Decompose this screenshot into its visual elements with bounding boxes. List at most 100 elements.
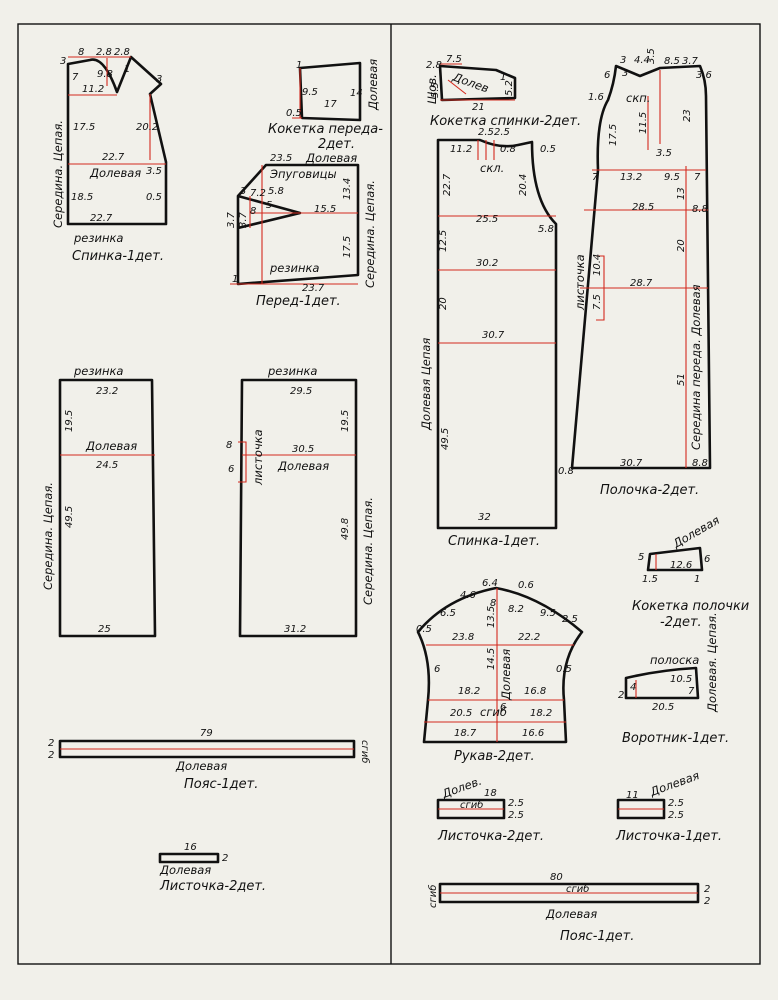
center-fold-label: Долевая Цепая <box>419 338 433 431</box>
elastic-label: резинка <box>73 231 123 245</box>
dim-label: 2.8 <box>96 47 112 58</box>
dim-label: 2 <box>222 853 228 864</box>
dim-label: 3 <box>240 186 246 197</box>
piece-caption: Листочка-1дет. <box>615 829 722 844</box>
grain-label: Долевая. Цепая. <box>705 612 719 713</box>
dim-label: 13.5 <box>486 606 497 628</box>
dim-label: 1.6 <box>588 92 604 103</box>
dim-label: 11.5 <box>638 112 649 134</box>
dim-label: 32 <box>478 512 491 523</box>
dim-label: 6.5 <box>440 608 456 619</box>
dim-label: 5 <box>638 552 644 563</box>
dim-label: 22.7 <box>102 152 125 163</box>
piece-caption: Кокетка спинки-2дет. <box>430 114 581 129</box>
dim-label: 0.5 <box>286 108 302 119</box>
dress-front-construction <box>580 70 708 468</box>
dim-label: 9.5 <box>664 172 680 183</box>
dim-label: 14.5 <box>486 648 497 670</box>
piece-caption: Кокетка полочки <box>632 599 749 614</box>
grain-label: Долевая <box>85 439 137 453</box>
dim-label: 8 <box>226 440 232 451</box>
dim-label: 22.7 <box>90 213 113 224</box>
dim-label: 8.2 <box>508 604 524 615</box>
piece-caption: Воротник-1дет. <box>622 731 729 746</box>
dim-label: 30.7 <box>620 458 643 469</box>
dim-label: 8 <box>490 598 496 609</box>
fold-label: сгиб <box>480 705 507 719</box>
grain-label: Долевая <box>499 649 513 701</box>
elastic-label: резинка <box>267 364 317 378</box>
dim-label: 49.8 <box>340 518 351 540</box>
dim-label: 9.8 <box>97 69 113 80</box>
dim-label: 16.6 <box>522 728 544 739</box>
dim-label: 7 <box>72 72 79 83</box>
dim-label: 5.8 <box>538 224 554 235</box>
dim-label: 23 <box>682 109 693 122</box>
dim-label: 1 <box>694 574 700 585</box>
dim-label: 5.8 <box>268 186 284 197</box>
grain-label: Долевая <box>545 907 597 921</box>
dim-label: 25 <box>98 624 111 635</box>
dim-label: 19.5 <box>340 410 351 432</box>
dress-back-outline <box>436 138 558 530</box>
elastic-label: резинка <box>269 261 319 275</box>
dim-label: 0.5 <box>556 664 572 675</box>
dim-label: 3 <box>156 74 162 85</box>
dim-label: 3.6 <box>696 70 712 81</box>
grain-label: Долевая <box>366 59 380 111</box>
dim-label: 51 <box>676 373 687 386</box>
dim-label: 14 <box>350 88 363 99</box>
dim-label: 18.2 <box>530 708 552 719</box>
dim-label: 16.8 <box>524 686 546 697</box>
grain-label: Долев. <box>439 774 483 801</box>
sleeve-piece: 6.4 0.6 4.6 8 8.2 6.5 9.5 2.5 0.5 23.8 1… <box>416 578 584 764</box>
dim-label: 1 <box>124 64 130 75</box>
dim-label: 17 <box>324 99 337 110</box>
center-fold-label: Середина. Цепая. <box>51 120 65 228</box>
dim-label: 7 <box>688 686 695 697</box>
piece-caption: Спинка-1дет. <box>448 534 540 549</box>
dim-label: 23.2 <box>96 386 118 397</box>
dim-label: 1.5 <box>642 574 658 585</box>
dim-label: 11 <box>626 790 639 801</box>
dim-label: 2.5 <box>668 810 684 821</box>
dim-label: 20.5 <box>652 702 674 713</box>
dim-label: 16 <box>184 842 197 853</box>
piece-caption: Листочка-2дет. <box>159 879 266 894</box>
dim-label: 18.7 <box>454 728 477 739</box>
dim-label: 0.5 <box>416 624 432 635</box>
right-belt-piece: 80 сгиб сгиб 2 2 Долевая Пояс-1дет. <box>427 872 710 944</box>
dim-label: 0.5 <box>540 144 556 155</box>
dim-label: 23.7 <box>302 283 325 294</box>
piece-caption: Рукав-2дет. <box>454 749 535 764</box>
piece-caption: Полочка-2дет. <box>600 483 699 498</box>
piece-caption: Листочка-2дет. <box>437 829 544 844</box>
dim-label: 3 <box>60 56 66 67</box>
dim-label: 7.5 <box>592 294 603 310</box>
dim-label: 7 <box>592 172 599 183</box>
dim-label: 29.5 <box>290 386 312 397</box>
back-yoke-construction <box>440 63 515 101</box>
dim-label: 4.6 <box>460 590 476 601</box>
piece-caption: Кокетка переда- <box>268 122 383 137</box>
grain-label: Долевая <box>175 759 227 773</box>
skirt-back-piece: резинка 23.2 19.5 Долевая 24.5 49.5 25 С… <box>41 364 157 638</box>
grain-label: Долевая <box>159 863 211 877</box>
dim-label: 2.8 <box>426 60 442 71</box>
center-fold-label: Середина переда. Долевая <box>689 284 703 450</box>
dim-label: 5.5 <box>430 82 441 98</box>
piece-caption: Перед-1дет. <box>256 294 341 309</box>
dim-label: 1 <box>500 72 506 83</box>
dim-label: 23.5 <box>270 153 292 164</box>
dim-label: 17.5 <box>342 236 353 258</box>
small-front-yoke-piece: 5 12.6 6 1.5 1 Долевая Кокетка полочки -… <box>632 513 749 630</box>
dim-label: 2.5 <box>508 810 524 821</box>
dim-label: 20.2 <box>136 122 158 133</box>
front-bodice-construction <box>230 165 358 285</box>
left-belt-piece: 79 2 2 сгиб Долевая Пояс-1дет. <box>48 728 371 792</box>
dim-label: 8.8 <box>692 204 708 215</box>
skirt-back-outline <box>58 378 157 638</box>
stripe-label: полоска <box>650 653 699 667</box>
dart-label: скл. <box>480 161 504 175</box>
